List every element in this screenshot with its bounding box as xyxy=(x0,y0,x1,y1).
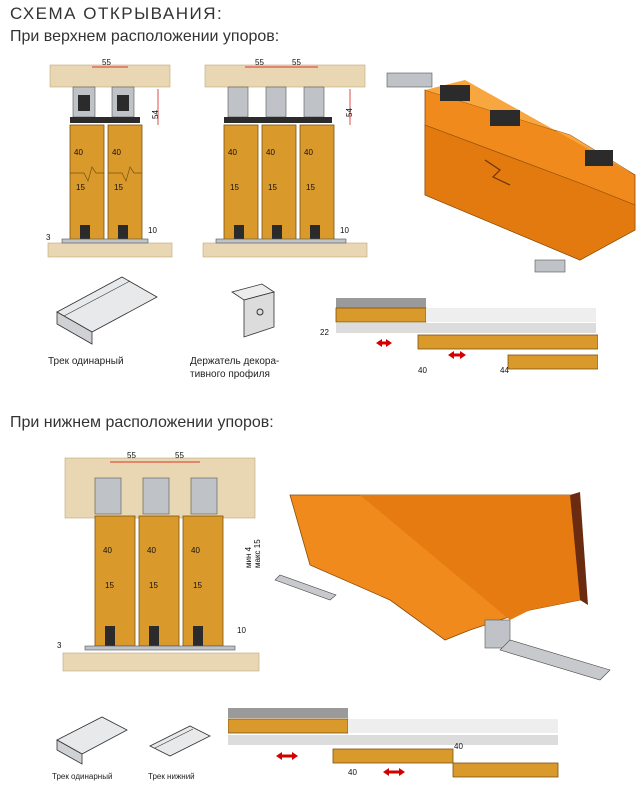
bot-dim-40-a: 40 xyxy=(103,546,112,555)
holder-label: Держатель декора-тивного профиля xyxy=(190,356,280,380)
dim-54-b: 54 xyxy=(345,108,354,117)
bot-max-label: макс 15 xyxy=(253,539,262,568)
dim-10: 10 xyxy=(148,226,157,235)
dim-55-label: 55 xyxy=(102,58,111,67)
plan-dim-22: 22 xyxy=(320,328,329,337)
dim-15-c: 15 xyxy=(230,183,239,192)
bottom-plan-dim-40a: 40 xyxy=(454,742,463,751)
bottom-track-single-drawing xyxy=(56,716,128,765)
dim-54: 54 xyxy=(151,110,160,119)
dim-15-e: 15 xyxy=(306,183,315,192)
bottom-3d-doors xyxy=(274,492,611,681)
track-single-label: Трек одинарный xyxy=(48,356,124,367)
bot-min-label: мин 4 xyxy=(244,546,253,568)
bottom-plan-diagram: 40 40 xyxy=(228,708,559,778)
dim-15-b: 15 xyxy=(114,183,123,192)
top-diagram-two-doors: 55 40 40 15 15 54 3 10 xyxy=(46,58,173,258)
plan-dim-40: 40 xyxy=(418,366,427,375)
dim-15-a: 15 xyxy=(76,183,85,192)
bottom-plan-dim-40b: 40 xyxy=(348,768,357,777)
bot-dim-3: 3 xyxy=(57,641,62,650)
dim-40-c: 40 xyxy=(228,148,237,157)
bot-dim-15-b: 15 xyxy=(149,581,158,590)
dim-15-d: 15 xyxy=(268,183,277,192)
bottom-front-diagram: 55 55 40 40 40 15 15 15 мин 4 макс 15 3 … xyxy=(57,451,262,672)
dim-40-d: 40 xyxy=(266,148,275,157)
top-diagram-three-doors: 55 55 40 40 40 15 15 15 54 10 xyxy=(202,58,368,258)
section-title-top: При верхнем расположении упоров: xyxy=(10,28,280,45)
bot-dim-40-c: 40 xyxy=(191,546,200,555)
dim-40-e: 40 xyxy=(304,148,313,157)
dim-40-a: 40 xyxy=(74,148,83,157)
holder-drawing xyxy=(231,283,275,338)
bot-dim-15-a: 15 xyxy=(105,581,114,590)
dim-55-b: 55 xyxy=(292,58,301,67)
bottom-track-single-label: Трек одинарный xyxy=(52,772,113,781)
top-plan-diagram: 22 40 44 xyxy=(320,298,598,375)
bot-dim-15-c: 15 xyxy=(193,581,202,590)
track-single-drawing xyxy=(56,276,158,345)
section-title-bottom: При нижнем расположении упоров: xyxy=(10,414,274,431)
bot-dim-55-b: 55 xyxy=(175,451,184,460)
dim-55-a: 55 xyxy=(255,58,264,67)
bot-dim-40-b: 40 xyxy=(147,546,156,555)
bot-dim-10: 10 xyxy=(237,626,246,635)
dim-10-b: 10 xyxy=(340,226,349,235)
dim-3: 3 xyxy=(46,233,51,242)
bot-dim-55-a: 55 xyxy=(127,451,136,460)
top-3d-doors xyxy=(386,72,636,273)
dim-40-b: 40 xyxy=(112,148,121,157)
page-title: СХЕМА ОТКРЫВАНИЯ: xyxy=(10,4,224,23)
bottom-track-low-drawing xyxy=(149,725,211,757)
bottom-track-low-label: Трек нижний xyxy=(148,772,195,781)
plan-dim-44: 44 xyxy=(500,366,509,375)
